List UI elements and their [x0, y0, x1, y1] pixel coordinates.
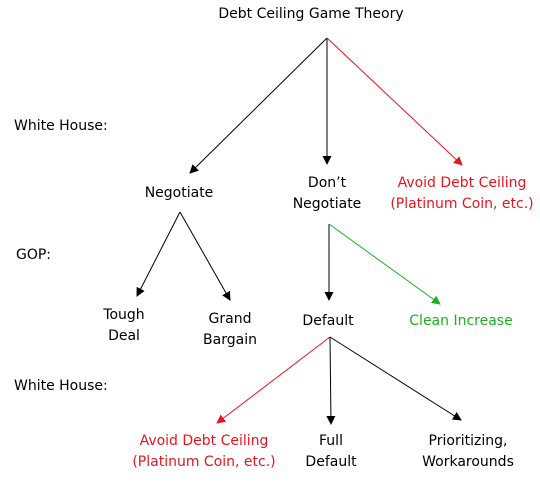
node-avoid-bottom-line-1: Avoid Debt Ceiling [139, 433, 269, 449]
edge-default-full-default [326, 336, 336, 425]
node-prioritizing-line-1: Prioritizing, [428, 433, 508, 449]
node-avoid-top-line-1: Avoid Debt Ceiling [397, 175, 527, 191]
diagram-title: Debt Ceiling Game Theory [218, 6, 404, 22]
edge-negotiate-grand-bargain [179, 211, 231, 301]
node-grand-bargain-line-1: Grand [208, 311, 252, 327]
node-avoid-debt-ceiling-top: Avoid Debt Ceiling (Platinum Coin, etc.) [390, 173, 533, 215]
node-default: Default [302, 313, 354, 329]
node-grand-bargain-line-2: Bargain [203, 332, 257, 348]
node-tough-deal-line-2: Deal [108, 328, 140, 344]
node-full-default-line-1: Full [319, 433, 343, 449]
node-avoid-top-line-2: (Platinum Coin, etc.) [390, 196, 534, 212]
node-prioritizing-workarounds: Prioritizing, Workarounds [422, 431, 514, 473]
edge-default-avoid [216, 336, 331, 424]
node-full-default: Full Default [305, 431, 356, 473]
node-dont-negotiate: Don’t Negotiate [293, 173, 362, 215]
node-avoid-bottom-line-2: (Platinum Coin, etc.) [132, 454, 276, 470]
node-negotiate: Negotiate [144, 185, 214, 201]
edge-dont-negotiate-clean-increase [328, 223, 441, 305]
node-clean-increase: Clean Increase [409, 313, 513, 329]
node-avoid-debt-ceiling-bottom: Avoid Debt Ceiling (Platinum Coin, etc.) [132, 431, 275, 473]
node-grand-bargain: Grand Bargain [203, 309, 257, 351]
row-label-white-house-2: White House: [14, 378, 108, 394]
edge-root-avoid [326, 37, 463, 166]
node-dont-negotiate-line-2: Negotiate [292, 196, 362, 212]
edge-default-prioritizing [329, 336, 462, 421]
node-full-default-line-2: Default [305, 454, 357, 470]
edge-negotiate-tough-deal [136, 211, 181, 297]
node-tough-deal-line-1: Tough [103, 307, 145, 323]
row-label-gop: GOP: [16, 247, 52, 263]
edge-root-negotiate [189, 37, 328, 174]
node-prioritizing-line-2: Workarounds [422, 454, 514, 470]
node-dont-negotiate-line-1: Don’t [307, 175, 347, 191]
row-label-white-house-1: White House: [14, 118, 108, 134]
node-tough-deal: Tough Deal [103, 305, 144, 347]
